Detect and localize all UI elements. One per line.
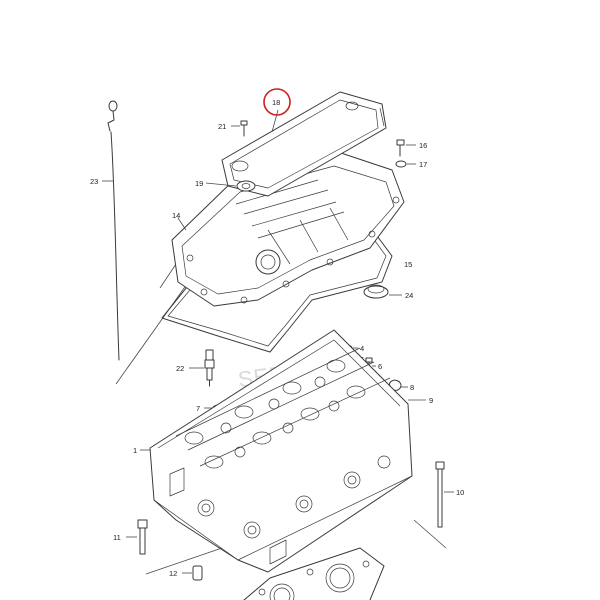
callout-14: 14 — [172, 211, 180, 220]
callout-23: 23 — [90, 177, 98, 186]
bolt-16[interactable] — [396, 139, 405, 157]
callout-11: 11 — [113, 533, 121, 542]
callout-1: 1 — [133, 446, 137, 455]
grommet-19[interactable] — [236, 180, 256, 192]
head-bolt-10[interactable] — [435, 461, 445, 528]
dipstick-part[interactable] — [107, 100, 120, 361]
callout-6: 6 — [378, 362, 382, 371]
callout-15: 15 — [404, 260, 412, 269]
spark-plug-22[interactable] — [204, 349, 215, 387]
guide-line — [145, 547, 223, 575]
callout-12: 12 — [169, 569, 177, 578]
callout-18: 18 — [272, 98, 280, 107]
highlight-circle — [263, 88, 291, 116]
pin-12[interactable] — [192, 565, 203, 581]
seal-24[interactable] — [363, 284, 389, 299]
guide-line — [413, 519, 447, 549]
callout-19: 19 — [195, 179, 203, 188]
callout-17: 17 — [419, 160, 427, 169]
clip-8[interactable] — [389, 379, 402, 391]
callout-8: 8 — [410, 383, 414, 392]
callout-4: 4 — [360, 344, 364, 353]
cylinder-head-cover[interactable] — [171, 151, 405, 307]
callout-21: 21 — [218, 122, 226, 131]
callout-9: 9 — [429, 396, 433, 405]
cylinder-head[interactable] — [149, 329, 413, 573]
callout-24: 24 — [405, 291, 413, 300]
callout-7: 7 — [196, 404, 200, 413]
callout-10: 10 — [456, 488, 464, 497]
washer-17[interactable] — [395, 160, 407, 168]
head-gasket[interactable] — [243, 547, 385, 600]
callout-22: 22 — [176, 364, 184, 373]
callout-16: 16 — [419, 141, 427, 150]
bolt-11[interactable] — [137, 519, 148, 555]
coil-cover-part[interactable] — [221, 91, 387, 197]
bolt-21[interactable] — [240, 120, 248, 137]
